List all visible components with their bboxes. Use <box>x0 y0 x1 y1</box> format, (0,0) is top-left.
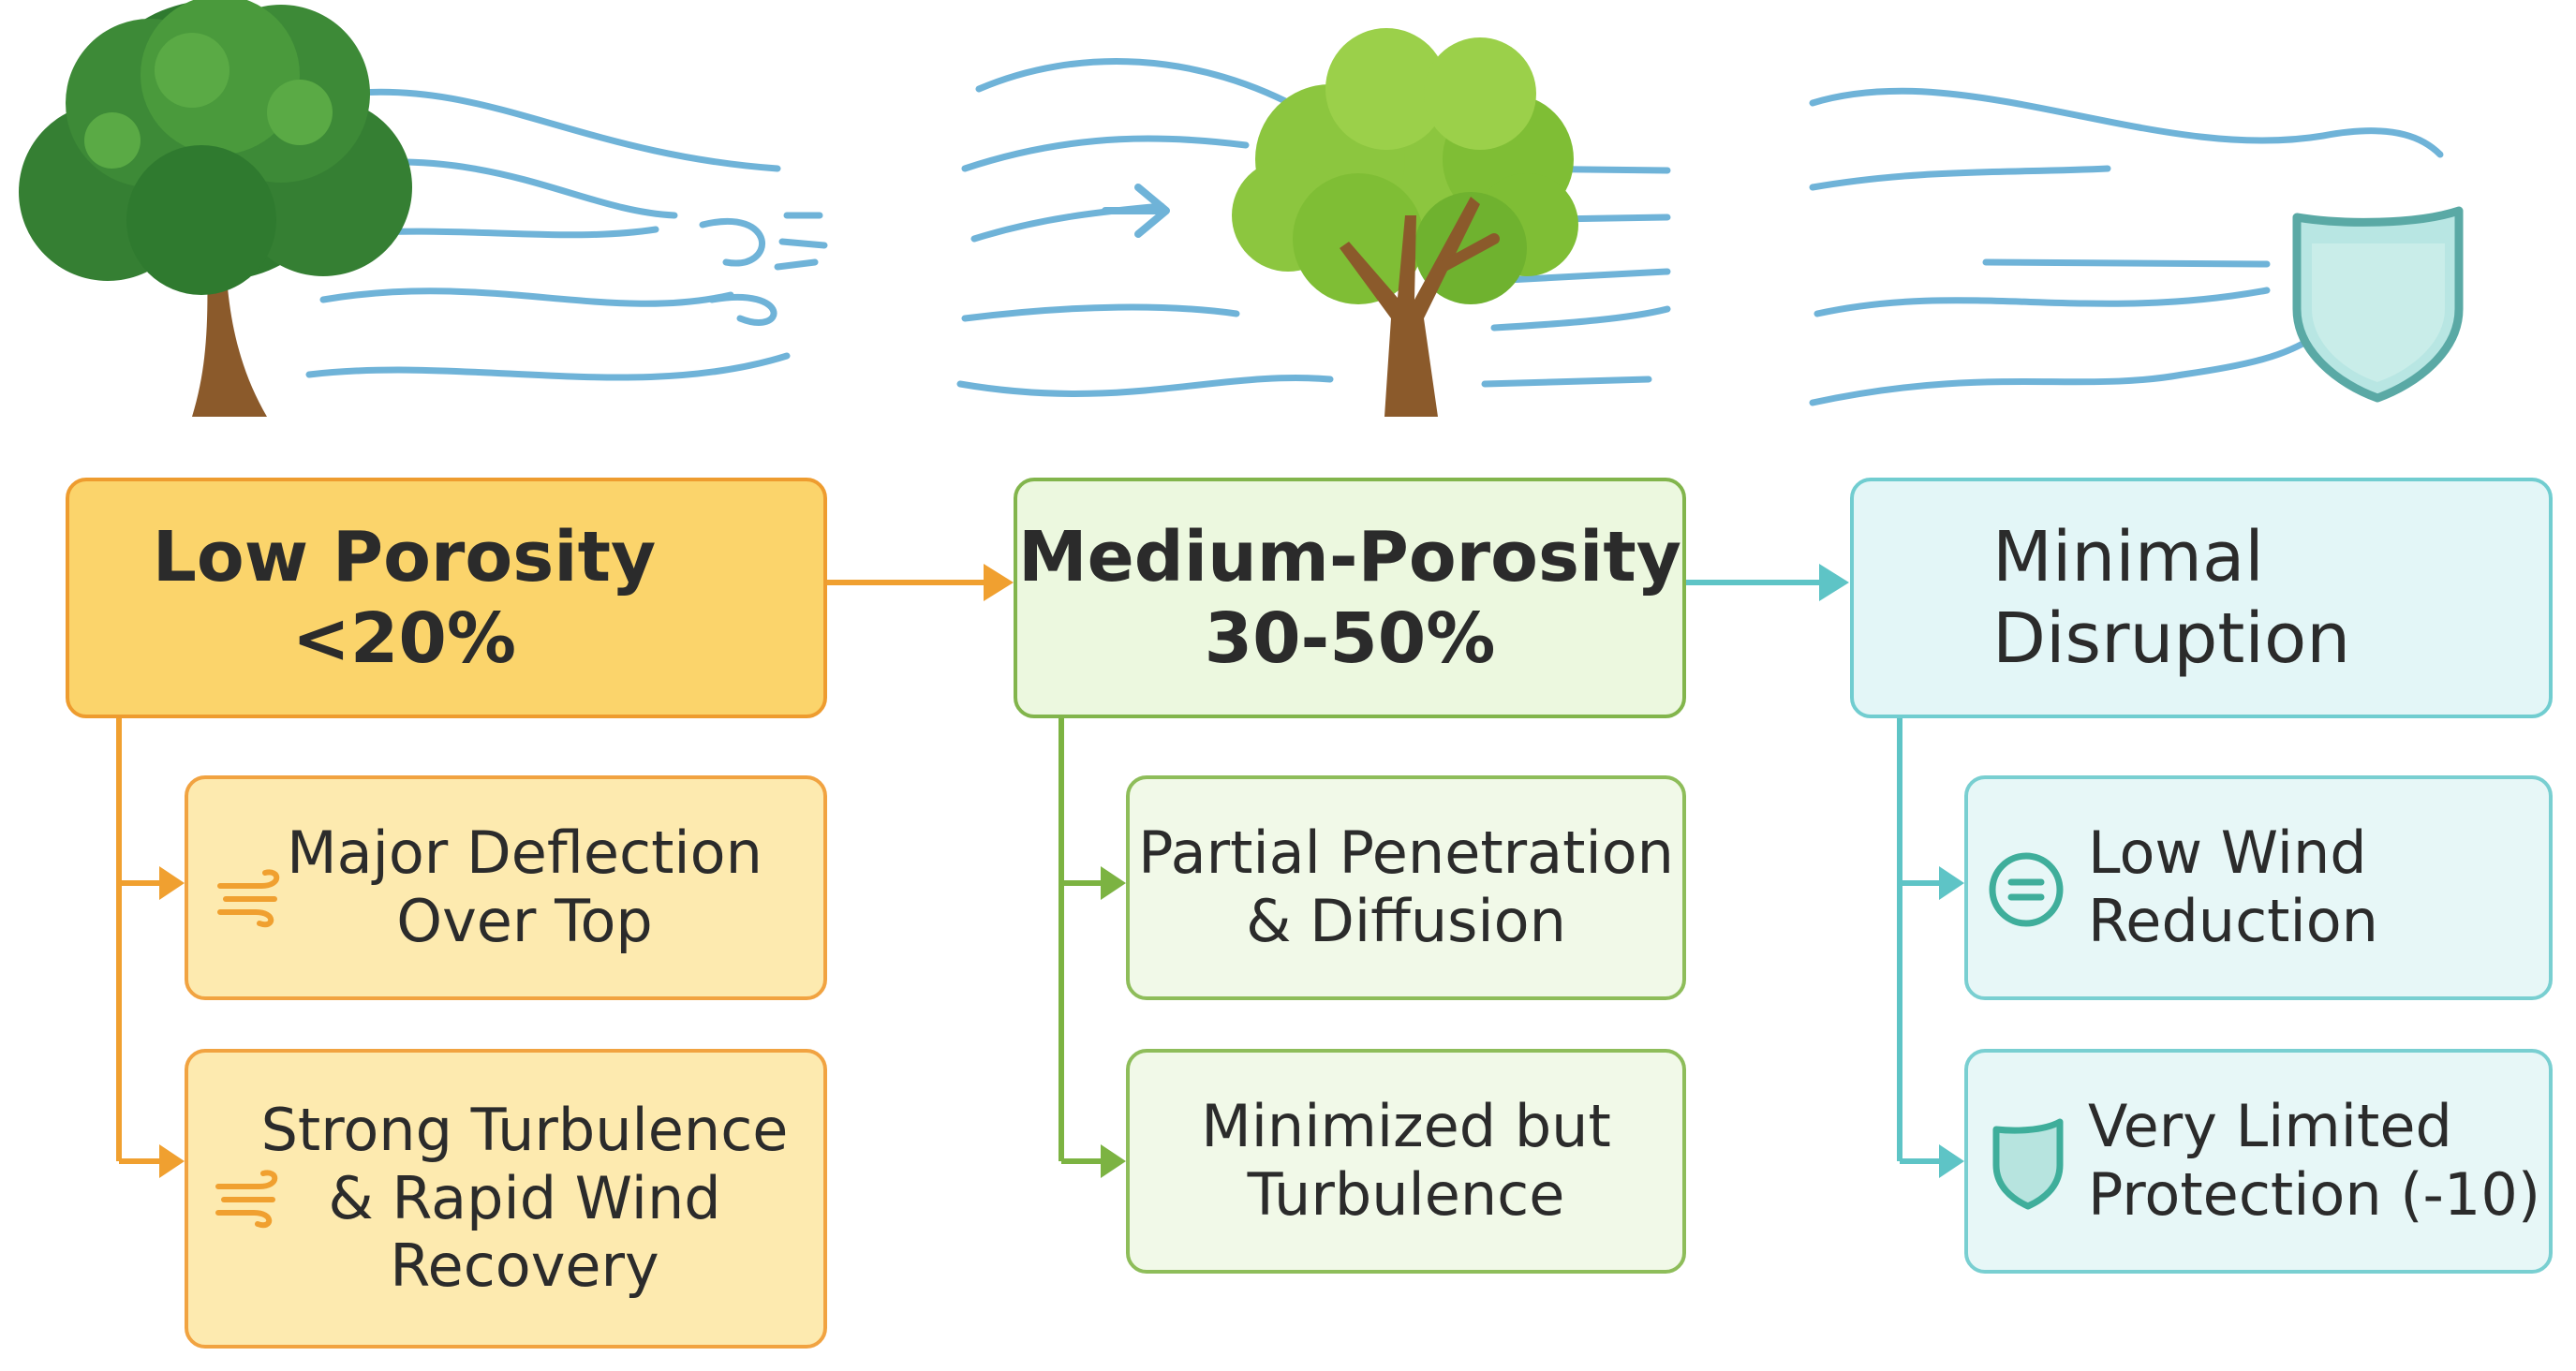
low-wind-reduction-box: Low Wind Reduction <box>1964 775 2553 1000</box>
partial-penetration-box: Partial Penetration & Diffusion <box>1126 775 1686 1000</box>
minimized-turbulence-text: Minimized but Turbulence <box>1201 1092 1611 1229</box>
tree-connector-3 <box>1897 716 1964 1178</box>
dense-tree-icon <box>19 0 412 417</box>
major-deflection-text: Major Deflection Over Top <box>287 818 762 955</box>
equals-circle-icon <box>1989 852 2064 927</box>
strong-turbulence-text: Strong Turbulence & Rapid Wind Recovery <box>260 1096 789 1301</box>
minimized-turbulence-box: Minimized but Turbulence <box>1126 1049 1686 1274</box>
shield-icon <box>2292 206 2464 403</box>
low-porosity-title: Low Porosity <20% <box>152 516 657 679</box>
arrow-right-icon <box>1102 184 1170 238</box>
connector-2-3 <box>1683 564 1849 601</box>
partial-penetration-text: Partial Penetration & Diffusion <box>1138 818 1674 955</box>
wind-icon <box>217 869 280 928</box>
wind-icon <box>215 1170 278 1229</box>
low-wind-reduction-text: Low Wind Reduction <box>2088 818 2378 955</box>
shield-icon <box>1992 1118 2064 1210</box>
connector-1-2 <box>827 564 1014 601</box>
low-porosity-box: Low Porosity <20% <box>66 478 827 718</box>
very-limited-protection-box: Very Limited Protection (-10) <box>1964 1049 2553 1274</box>
major-deflection-box: Major Deflection Over Top <box>185 775 827 1000</box>
minimal-disruption-title: Minimal Disruption <box>1992 516 2351 679</box>
wind-lines-3 <box>1809 87 2444 406</box>
very-limited-protection-text: Very Limited Protection (-10) <box>2088 1092 2541 1229</box>
tree-connector-2 <box>1059 716 1126 1178</box>
sparse-tree-icon <box>1232 28 1578 417</box>
medium-porosity-title: Medium-Porosity 30-50% <box>1017 516 1682 679</box>
tree-connector-1 <box>116 716 185 1178</box>
minimal-disruption-box: Minimal Disruption <box>1850 478 2553 718</box>
swirl-icon <box>699 212 828 326</box>
strong-turbulence-box: Strong Turbulence & Rapid Wind Recovery <box>185 1049 827 1349</box>
medium-porosity-box: Medium-Porosity 30-50% <box>1014 478 1686 718</box>
